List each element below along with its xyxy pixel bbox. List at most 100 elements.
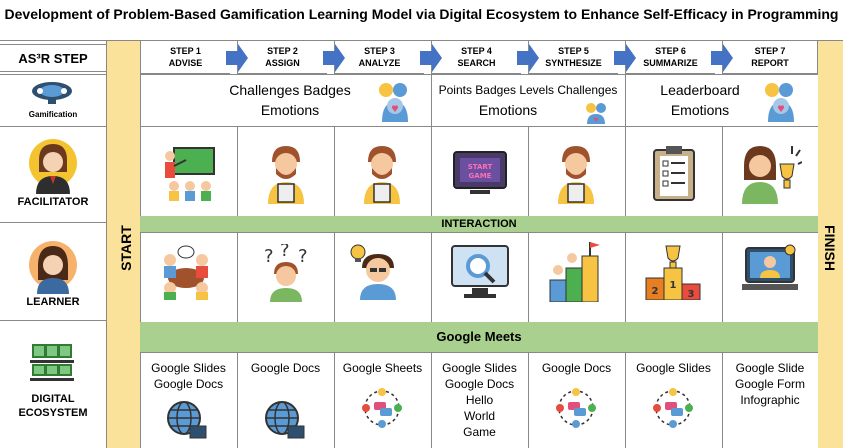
podium-digit: 2 xyxy=(652,286,659,297)
divider xyxy=(0,74,106,75)
step-name: SUMMARIZE xyxy=(643,58,698,68)
teacher-whiteboard-icon xyxy=(165,147,215,201)
step-number: STEP 6 xyxy=(655,46,686,56)
facilitator-avatar-icon xyxy=(29,139,77,194)
ecosystem-cell-7: Google Slide Google Form Infographic xyxy=(722,360,818,408)
gamification-label: Gamification xyxy=(28,110,78,119)
step-name: SYNTHESIZE xyxy=(545,58,602,68)
interaction-band: INTERACTION xyxy=(140,216,818,232)
divider xyxy=(528,126,529,448)
divider xyxy=(237,126,238,448)
teacher-tablet-icon xyxy=(558,146,594,204)
ecosystem-cell-1: Google Slides Google Docs xyxy=(140,360,237,392)
tool-name: Google Sheets xyxy=(342,361,423,375)
tool-name: Google Docs xyxy=(541,361,612,375)
group-discussion-icon xyxy=(164,245,208,300)
teacher-tablet-icon xyxy=(268,146,304,204)
tool-name: Google Slides xyxy=(151,361,226,375)
step-6: STEP 6 SUMMARIZE xyxy=(625,40,722,74)
as3r-step-header: AS³R STEP xyxy=(0,44,106,72)
emotions-icon xyxy=(379,83,408,122)
start-column: START xyxy=(106,40,140,448)
globe-computer-icon xyxy=(167,401,207,439)
podium-digit: 1 xyxy=(670,280,677,291)
podium-digit: 3 xyxy=(688,289,695,300)
arrow-right-icon xyxy=(420,44,442,72)
diagram-title: Development of Problem-Based Gamificatio… xyxy=(4,6,839,22)
grid-frame xyxy=(140,40,818,448)
divider xyxy=(0,126,106,127)
podium-icon: 1 2 3 xyxy=(645,245,701,300)
tool-name: Google Form xyxy=(734,377,806,391)
network-chat-icon xyxy=(556,388,596,428)
gamification-elements: Points Badges Levels Challenges xyxy=(438,83,618,97)
step-name: ASSIGN xyxy=(265,58,300,68)
start-label: START xyxy=(117,225,134,271)
game-controller-icon xyxy=(32,82,72,104)
learner-label: LEARNER xyxy=(26,296,80,308)
tool-name: Google Docs xyxy=(250,361,321,375)
divider xyxy=(140,232,818,233)
tool-name: Hello World Game xyxy=(463,393,496,439)
tool-name: Google Docs xyxy=(153,377,224,391)
emotions-icon xyxy=(586,103,606,124)
teacher-trophy-icon xyxy=(742,146,802,204)
idea-learner-icon xyxy=(350,244,396,300)
tool-name: Infographic xyxy=(740,393,800,407)
globe-computer-icon xyxy=(265,401,305,439)
tool-name: Google Slide xyxy=(735,361,805,375)
step-number: STEP 4 xyxy=(461,46,492,56)
digital-label: DIGITAL ECOSYSTEM xyxy=(18,393,88,419)
divider xyxy=(334,126,335,448)
step-2: STEP 2 ASSIGN xyxy=(237,40,334,74)
presentation-laptop-icon xyxy=(742,244,798,290)
climbing-steps-icon xyxy=(549,242,600,302)
step-box: STEP 6 SUMMARIZE xyxy=(625,40,715,74)
step-name: ANALYZE xyxy=(358,58,401,68)
divider xyxy=(431,74,432,448)
gamification-emotions: Emotions xyxy=(670,102,730,118)
step-number: STEP 5 xyxy=(558,46,589,56)
divider xyxy=(140,74,818,75)
divider xyxy=(140,126,818,127)
divider xyxy=(625,74,626,448)
step-box: STEP 5 SYNTHESIZE xyxy=(528,40,618,74)
ecosystem-cell-4: Google Slides Google Docs Hello World Ga… xyxy=(431,360,528,440)
arrow-right-icon xyxy=(711,44,733,72)
arrow-right-icon xyxy=(323,44,345,72)
emotions-icon xyxy=(765,83,794,122)
gamification-elements: Leaderboard xyxy=(660,82,740,98)
computer-lab-icon xyxy=(30,344,74,381)
tool-name: Google Slides xyxy=(636,361,711,375)
svg-text:?: ? xyxy=(298,246,308,267)
step-5: STEP 5 SYNTHESIZE xyxy=(528,40,625,74)
ecosystem-cell-6: Google Slides xyxy=(625,360,722,376)
gamification-emotions: Emotions xyxy=(478,102,538,118)
facilitator-label: FACILITATOR xyxy=(17,196,89,208)
finish-label: FINISH xyxy=(821,225,838,271)
divider xyxy=(140,352,818,353)
divider xyxy=(722,126,723,448)
divider xyxy=(0,320,106,321)
tool-name: Google Slides xyxy=(442,361,517,375)
arrow-right-icon xyxy=(517,44,539,72)
gamification-emotions: Emotions xyxy=(260,102,320,118)
google-meets-band: Google Meets xyxy=(140,322,818,352)
checklist-clipboard-icon xyxy=(653,146,695,201)
network-chat-icon xyxy=(653,388,693,428)
step-box: STEP 2 ASSIGN xyxy=(237,40,327,74)
gamification-group-3: Leaderboard Emotions xyxy=(640,80,760,120)
divider xyxy=(0,222,106,223)
divider xyxy=(106,40,107,448)
step-name: REPORT xyxy=(751,58,789,68)
confused-learner-icon: ? ? ? xyxy=(264,244,308,302)
step-number: STEP 2 xyxy=(267,46,298,56)
start-game-monitor-icon: START GAME xyxy=(453,151,507,194)
